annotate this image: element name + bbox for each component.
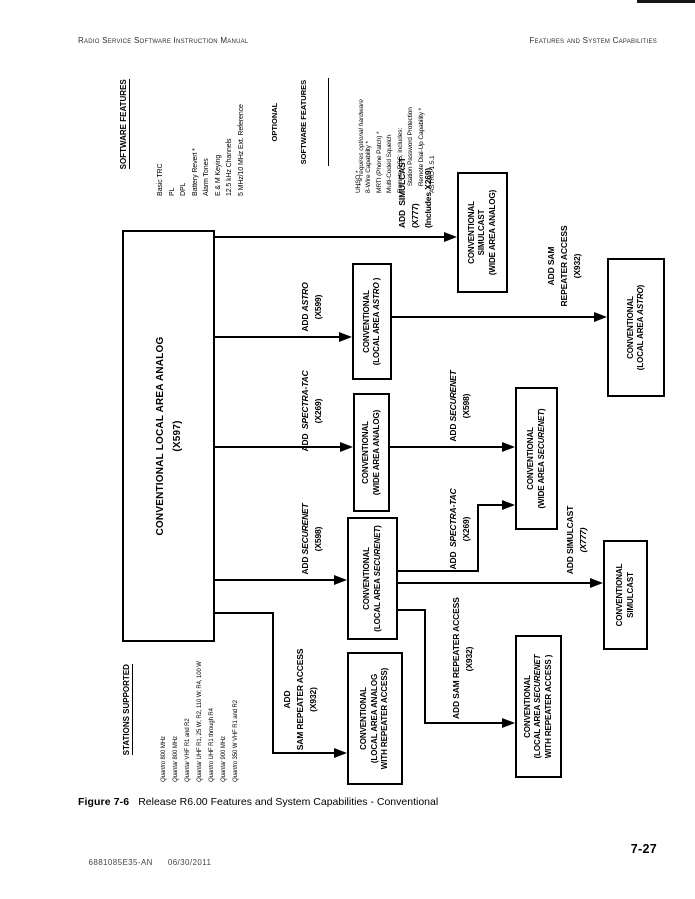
arrowhead-icon bbox=[594, 312, 607, 322]
footer-doc-number: 6881085E35-AN bbox=[88, 858, 153, 867]
connector-segment bbox=[390, 446, 502, 448]
box-local-area-astro-sam: CONVENTIONAL(LOCAL AREA ASTRO) bbox=[607, 258, 665, 397]
optional-title-line2: SOFTWARE FEATURES bbox=[298, 79, 308, 165]
arrowhead-icon bbox=[502, 718, 515, 728]
arrowhead-icon bbox=[334, 748, 347, 758]
arrowhead-icon bbox=[340, 442, 353, 452]
arrowhead-icon bbox=[339, 332, 352, 342]
label-add-spectra-tac-mid: ADD SPECTRA-TAC(X269) bbox=[448, 488, 471, 570]
figure-caption-text: Release R6.00 Features and System Capabi… bbox=[138, 796, 439, 808]
connector-segment bbox=[477, 504, 479, 572]
software-features-title: SOFTWARE FEATURES bbox=[119, 79, 130, 170]
arrowhead-icon bbox=[502, 500, 515, 510]
connector-segment bbox=[398, 609, 426, 611]
page-footer: 6881085E35-AN 06/30/2011 bbox=[78, 849, 211, 876]
label-add-securenet: ADD SECURENET(X598) bbox=[300, 503, 323, 575]
box-local-area-astro: CONVENTIONAL(LOCAL AREA ASTRO ) bbox=[352, 263, 392, 380]
optional-software-features-title: OPTIONAL SOFTWARE FEATURES bbox=[251, 77, 329, 167]
arrowhead-icon bbox=[444, 232, 457, 242]
page-number: 7-27 bbox=[630, 842, 657, 856]
label-add-simulcast: ADD SIMULCAST(X777) bbox=[565, 505, 588, 575]
scan-edge-artifact bbox=[637, 0, 695, 3]
connector-segment bbox=[215, 336, 339, 338]
arrowhead-icon bbox=[334, 575, 347, 585]
label-add-securenet-mid: ADD SECURENET(X598) bbox=[448, 370, 471, 442]
optional-title-line1: OPTIONAL bbox=[270, 102, 279, 142]
header-right-title: Features and System Capabilities bbox=[529, 36, 657, 45]
connector-segment bbox=[215, 236, 444, 238]
optional-software-features-list: OPTIONAL SOFTWARE FEATURES UHSO *8-Wire … bbox=[233, 77, 474, 193]
figure-caption-label: Figure 7-6 bbox=[78, 796, 130, 808]
arrowhead-icon bbox=[502, 442, 515, 452]
box-conventional-local-area-analog: CONVENTIONAL LOCAL AREA ANALOG(X597) bbox=[122, 230, 215, 642]
box-wide-area-securenet: CONVENTIONAL(WIDE AREA SECURENET) bbox=[515, 387, 558, 530]
label-add-sam-bottom: ADD SAM REPEATER ACCESS(X932) bbox=[451, 597, 474, 719]
stations-supported-title: STATIONS SUPPORTED bbox=[122, 664, 133, 756]
label-add-simulcast-top: ADD SIMULCAST(X777)(Includes X269) bbox=[397, 157, 433, 228]
connector-segment bbox=[424, 609, 426, 724]
label-add-astro: ADD ASTRO(X599) bbox=[300, 282, 323, 332]
figure-caption: Figure 7-6 Release R6.00 Features and Sys… bbox=[78, 796, 438, 808]
connector-segment bbox=[477, 504, 502, 506]
box-local-area-securenet: CONVENTIONAL(LOCAL AREA SECURENET) bbox=[347, 517, 398, 640]
page-header: Radio Service Software Instruction Manua… bbox=[78, 36, 657, 45]
connector-segment bbox=[424, 722, 502, 724]
box-wide-area-analog: CONVENTIONAL(WIDE AREA ANALOG) bbox=[353, 393, 390, 512]
connector-segment bbox=[398, 582, 590, 584]
header-left-title: Radio Service Software Instruction Manua… bbox=[78, 36, 249, 45]
label-add-spectra-tac: ADD SPECTRA-TAC(X269) bbox=[300, 370, 323, 452]
connector-segment bbox=[392, 316, 594, 318]
connector-segment bbox=[215, 612, 274, 614]
connector-segment bbox=[272, 612, 274, 754]
connector-segment bbox=[215, 579, 334, 581]
hardware-footnote: * = requires optional hardware bbox=[358, 99, 365, 186]
arrowhead-icon bbox=[590, 578, 603, 588]
footer-date: 06/30/2011 bbox=[167, 858, 212, 867]
